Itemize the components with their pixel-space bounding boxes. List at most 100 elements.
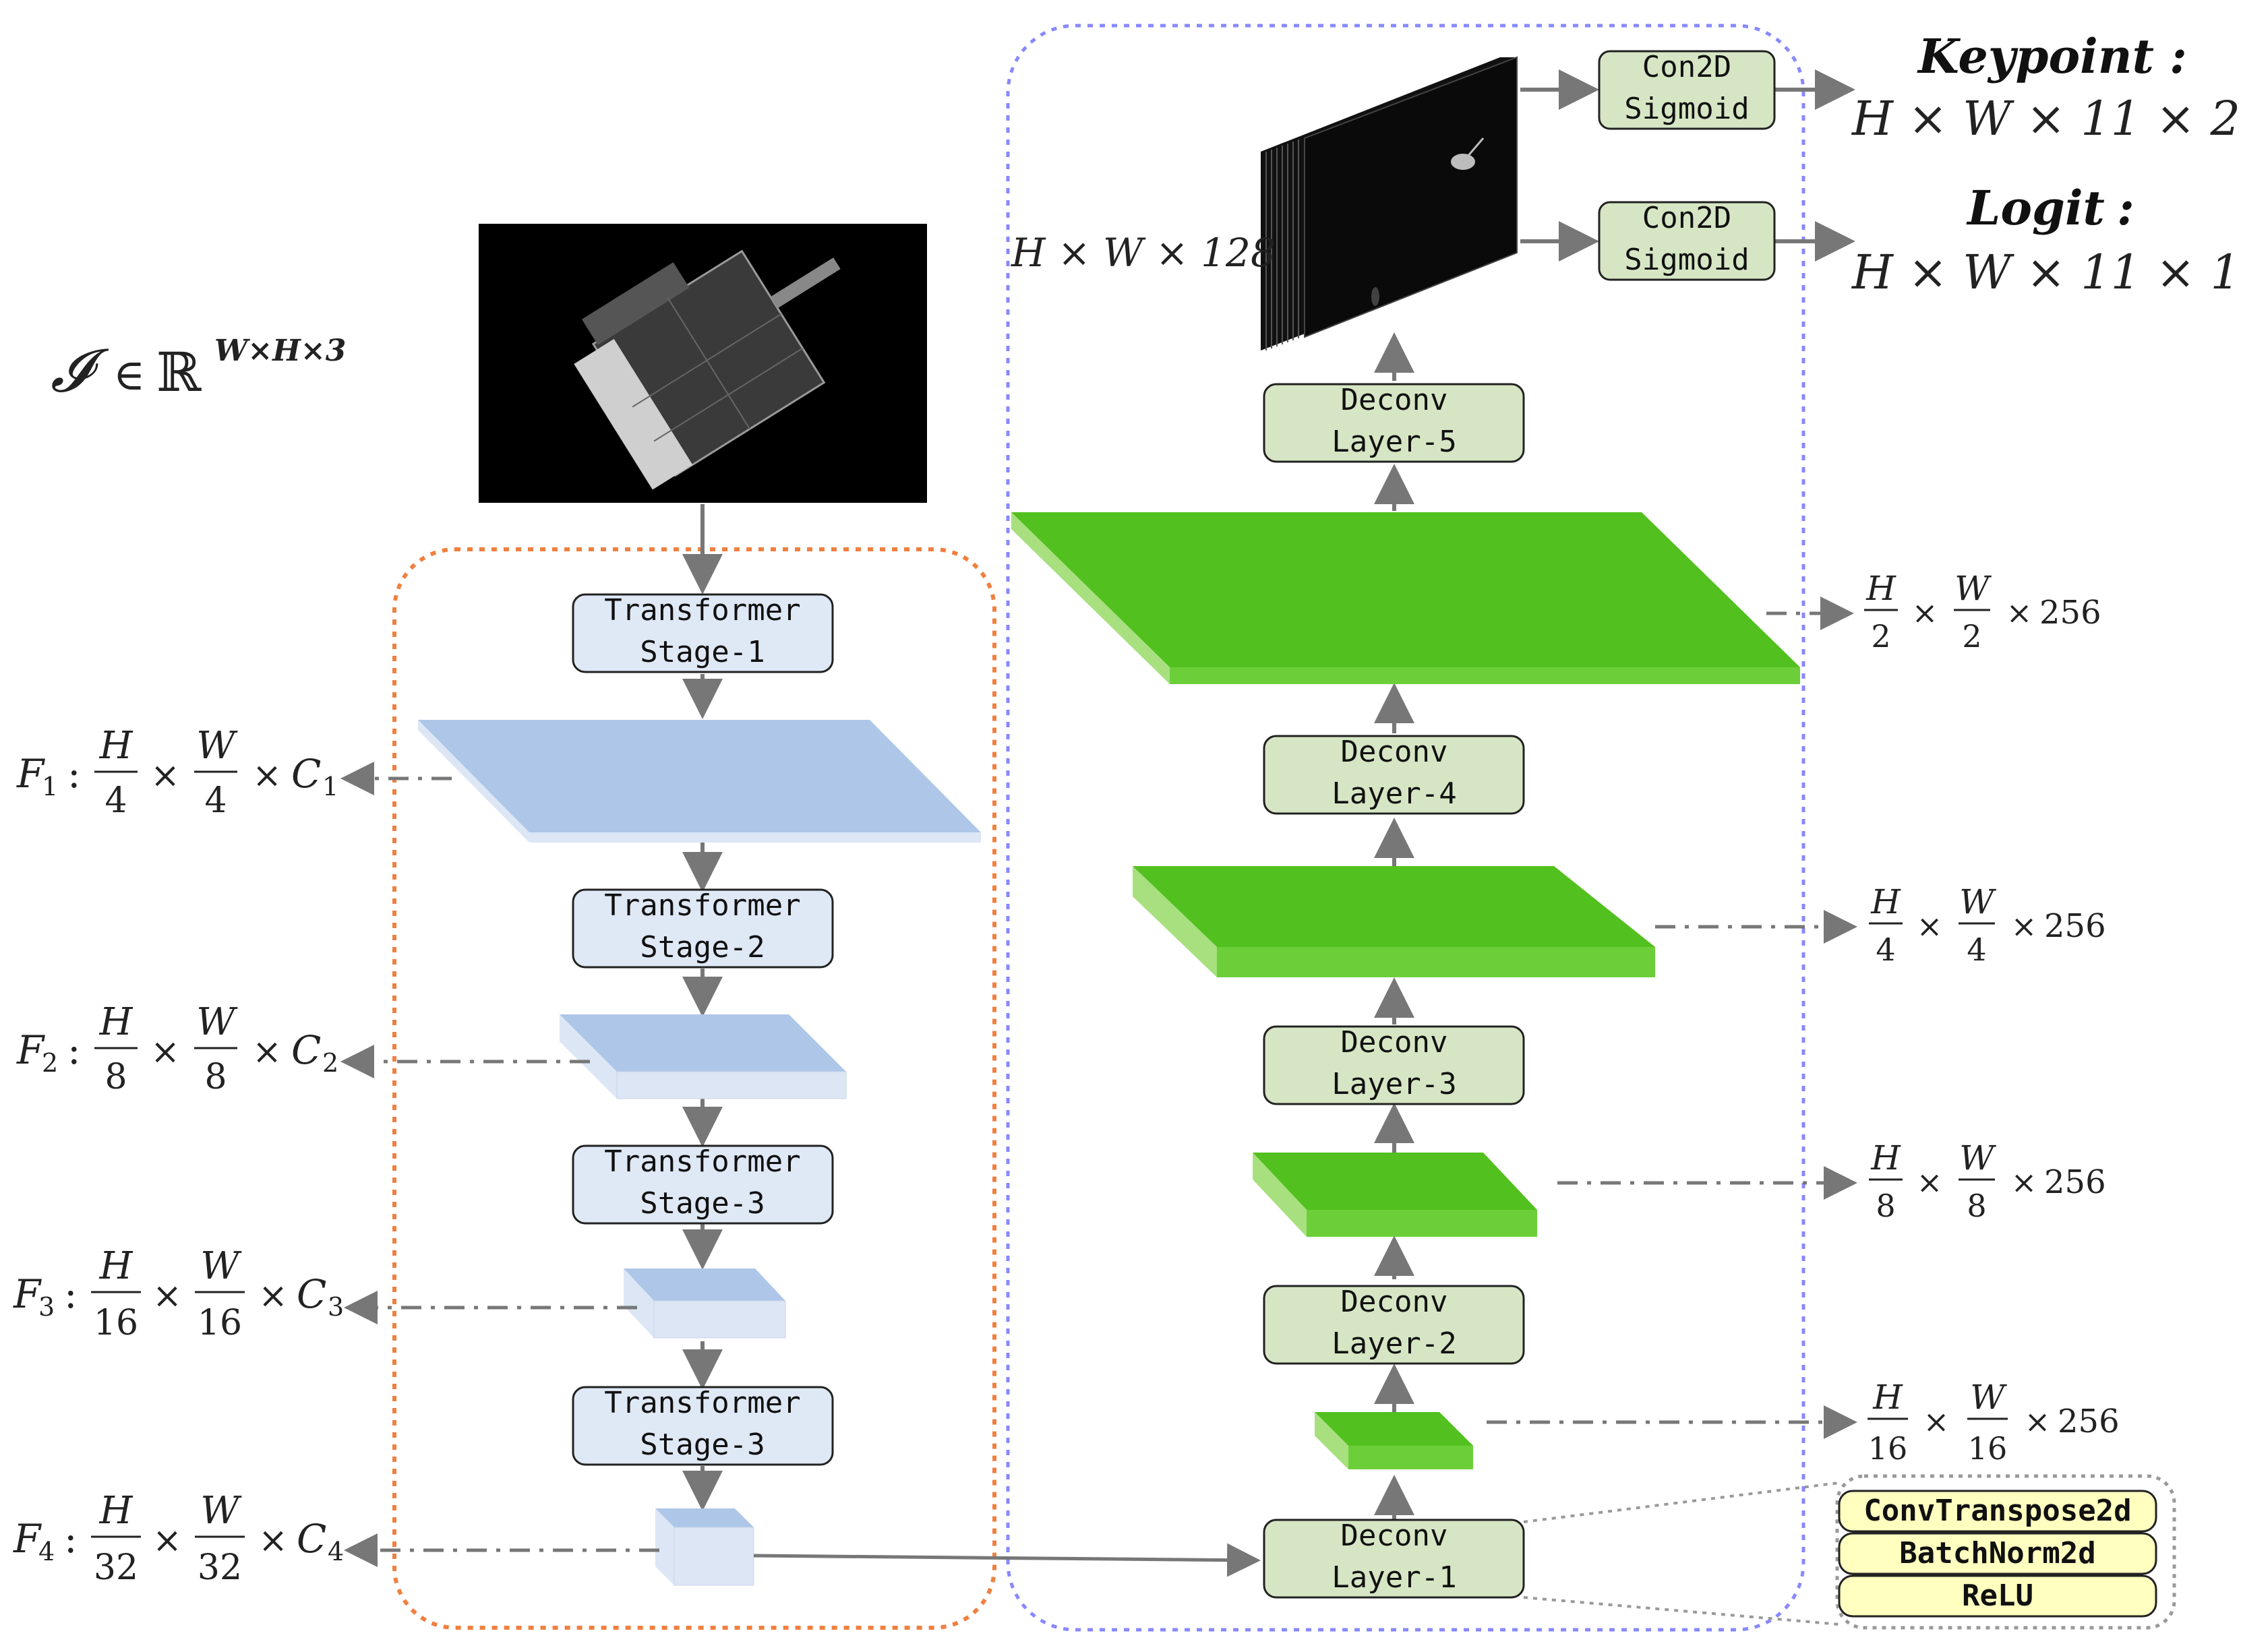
input-formula: 𝓘 ∈ ℝ W×H×3 (51, 334, 346, 405)
head-logit-title: Logit (1966, 180, 2105, 236)
decoder-layer-1: Deconv Layer-1 (1263, 1519, 1525, 1599)
head-keypoint-box: Con2D Sigmoid (1598, 50, 1776, 130)
feature-3-times-2: × (258, 1276, 288, 1316)
decoder-layer-3-line1: Deconv (1341, 1025, 1448, 1060)
decoder-layer-1-line1: Deconv (1341, 1519, 1448, 1553)
decoder-output-4-ch: 256 (2058, 1403, 2120, 1440)
encoder-slab-2 (560, 1014, 847, 1099)
encoder-stage-4: Transformer Stage-3 (572, 1386, 834, 1466)
feature-4-chsub: 4 (328, 1537, 344, 1566)
head-logit-shape: H × W × 11 × 1 (1851, 245, 2240, 300)
feature-1-colon: : (67, 751, 81, 797)
decoder-output-4-num2: W (1970, 1378, 2007, 1417)
decoder-layer-3-line2: Layer-3 (1332, 1067, 1456, 1101)
head-keypoint-label: Keypoint : H × W × 11 × 2 (1851, 28, 2240, 146)
feature-3-times-1: × (152, 1276, 182, 1316)
head-keypoint-shape: H × W × 11 × 2 (1851, 91, 2240, 146)
input-image (479, 224, 927, 503)
decoder-layer-5: Deconv Layer-5 (1263, 383, 1525, 463)
encoder-stage-2-line2: Stage-2 (640, 930, 765, 965)
encoder-stage-1-line2: Stage-1 (640, 635, 765, 669)
decoder-slab-4 (1011, 512, 1800, 684)
head-logit-line1: Con2D (1642, 201, 1731, 235)
encoder-stage-2-line1: Transformer (604, 888, 800, 923)
feature-2-den2: 8 (204, 1057, 227, 1097)
decoder-output-2-den: 4 (1876, 931, 1895, 968)
encoder-stage-3: Transformer Stage-3 (572, 1144, 834, 1225)
decoder-output-3-times-1: × (1917, 1164, 1943, 1200)
head-logit-label: Logit : H × W × 11 × 1 (1851, 180, 2240, 300)
encoder-slab-1 (418, 720, 981, 843)
feature-3-chsub: 3 (328, 1292, 344, 1322)
deconv-detail-convtranspose: ConvTranspose2d (1838, 1490, 2157, 1533)
decoder-output-2-num: H (1870, 882, 1901, 921)
decoder-output-4-num: H (1872, 1378, 1903, 1417)
decoder-output-4-den: 16 (1868, 1430, 1908, 1467)
feature-3-sub: 3 (38, 1292, 55, 1322)
head-logit-colon: : (2117, 180, 2134, 236)
feature-label-1: F 1 : H 4 × W 4 × C 1 (16, 724, 338, 821)
feature-3-den: 16 (94, 1303, 138, 1343)
decoder-output-3-times-2: × (2011, 1164, 2037, 1200)
deconv-detail-relu: ReLU (1838, 1574, 2157, 1618)
encoder-stage-3-line2: Stage-3 (640, 1186, 765, 1221)
feature-1-den: 4 (104, 781, 127, 821)
feature-2-ch: C (291, 1027, 321, 1073)
decoder-output-2-ch: 256 (2044, 907, 2106, 945)
feature-2-times-2: × (252, 1032, 282, 1072)
feature-2-den: 8 (104, 1057, 127, 1097)
head-arrows (1520, 69, 1855, 262)
feature-2-num: H (99, 1000, 133, 1044)
feature-2-colon: : (67, 1027, 81, 1073)
decoder-output-4-times-2: × (2025, 1403, 2051, 1440)
decoder-output-4-times-1: × (1923, 1403, 1950, 1440)
decoder-layer-5-line2: Layer-5 (1332, 425, 1456, 459)
decoder-output-3-den: 8 (1876, 1188, 1895, 1224)
feature-3-den2: 16 (198, 1303, 242, 1343)
feature-3-colon: : (64, 1271, 78, 1317)
encoder-to-decoder-arrow (753, 1543, 1261, 1577)
decoder-output-1-num2: W (1954, 569, 1992, 608)
feature-2-name: F (16, 1027, 45, 1073)
feature-3-name: F (13, 1271, 42, 1317)
feature-2-chsub: 2 (322, 1048, 338, 1078)
encoder-stage-1-line1: Transformer (604, 593, 800, 628)
feature-1-name: F (16, 751, 45, 797)
feature-4-times-1: × (152, 1521, 182, 1561)
decoder-output-3-num: H (1870, 1138, 1901, 1177)
feature-4-num: H (99, 1489, 133, 1533)
decoder-layer-2-line2: Layer-2 (1332, 1326, 1456, 1361)
input-superscript: W×H×3 (214, 334, 346, 368)
decoder-output-label-2: H 4 × W 4 × 256 (1869, 882, 2106, 968)
decoder-layer-4: Deconv Layer-4 (1263, 735, 1525, 815)
decoder-slab-1 (1315, 1412, 1473, 1469)
decoder-layer-1-line2: Layer-1 (1332, 1560, 1456, 1595)
decoder-output-label-3: H 8 × W 8 × 256 (1869, 1138, 2106, 1224)
encoder-stage-2: Transformer Stage-2 (572, 888, 834, 969)
decoder-layer-3: Deconv Layer-3 (1263, 1025, 1525, 1105)
decoder-output-4-den2: 16 (1968, 1430, 2008, 1467)
feature-1-den2: 4 (204, 781, 227, 821)
decoder-output-1-den: 2 (1871, 618, 1890, 654)
encoder-slab-3 (624, 1268, 786, 1339)
decoder-output-3-den2: 8 (1967, 1188, 1986, 1224)
feature-label-4: F 4 : H 32 × W 32 × C 4 (13, 1489, 344, 1588)
head-keypoint-title: Keypoint (1917, 28, 2154, 84)
feature-3-num2: W (200, 1244, 242, 1288)
feature-1-chsub: 1 (322, 772, 338, 801)
feature-1-times-2: × (252, 756, 282, 796)
decoder-output-2-times-2: × (2011, 908, 2037, 944)
feature-4-ch: C (297, 1516, 326, 1562)
deconv-detail-batchnorm-label: BatchNorm2d (1899, 1536, 2095, 1570)
feature-4-sub: 4 (38, 1537, 55, 1566)
feature-2-sub: 2 (42, 1048, 58, 1078)
feature-4-den: 32 (94, 1548, 138, 1588)
feature-label-2: F 2 : H 8 × W 8 × C 2 (16, 1000, 338, 1097)
decoder-layer-4-line2: Layer-4 (1332, 776, 1456, 811)
decoder-output-3-num2: W (1959, 1138, 1996, 1177)
decoder-layer-2-line1: Deconv (1341, 1285, 1448, 1319)
decoder-output-1-num: H (1865, 569, 1896, 608)
deconv-detail-border (1835, 1474, 2176, 1630)
feature-arrows (340, 762, 659, 1567)
decoder-group-border (1006, 24, 1805, 1632)
